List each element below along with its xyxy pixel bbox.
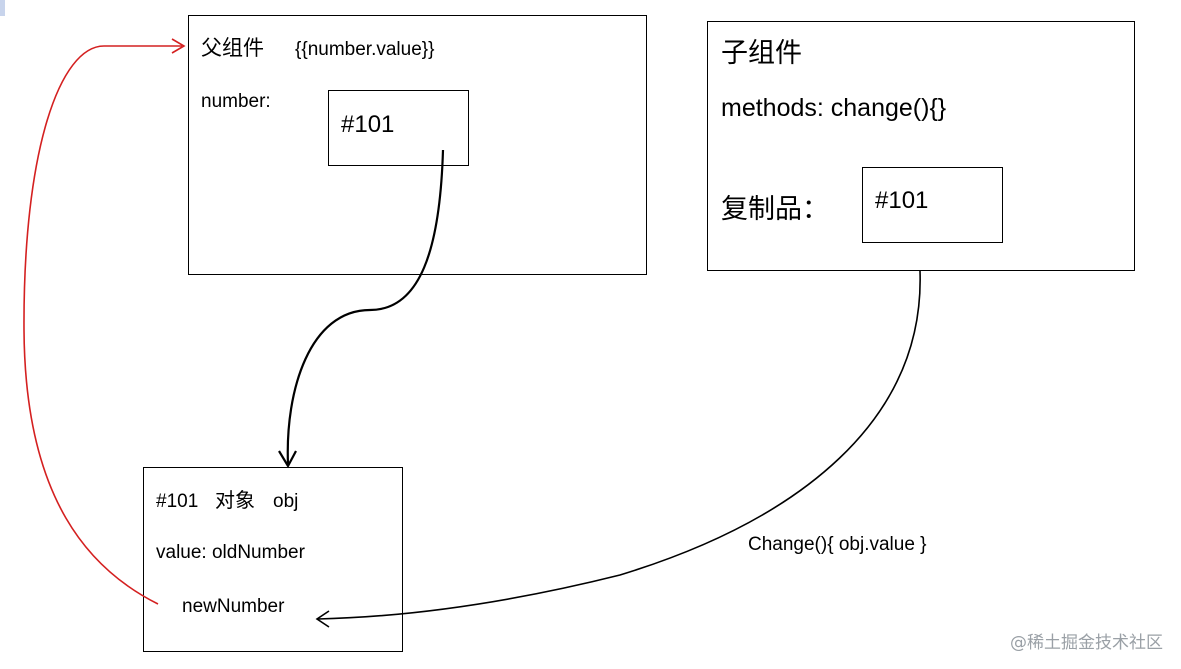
parent-reference-id: #101 [341,111,395,138]
child-copy-reference-id: #101 [875,187,929,214]
object-id: #101 [156,491,199,512]
update-arrowhead [171,38,186,54]
corner-marker [0,0,5,16]
parent-reference-box: #101 [328,90,469,166]
parent-prop-label: number: [201,91,271,112]
parent-title: 父组件 [201,36,264,60]
object-type: 对象 [215,488,255,512]
object-box: #101 对象 obj value: oldNumber newNumber [143,467,403,652]
child-title: 子组件 [721,38,802,69]
object-value-line: value: oldNumber [156,542,305,563]
change-edge-label: Change(){ obj.value } [748,534,927,555]
child-methods: methods: change(){} [721,94,947,122]
reference-arrowhead [278,450,297,469]
change-arrow [317,270,921,620]
watermark: @稀土掘金技术社区 [1010,633,1163,653]
parent-template-binding: {{number.value}} [295,39,435,60]
child-copy-label: 复制品： [721,194,829,225]
child-copy-box: #101 [862,167,1003,243]
object-name: obj [273,491,299,512]
object-new-value: newNumber [182,596,285,617]
